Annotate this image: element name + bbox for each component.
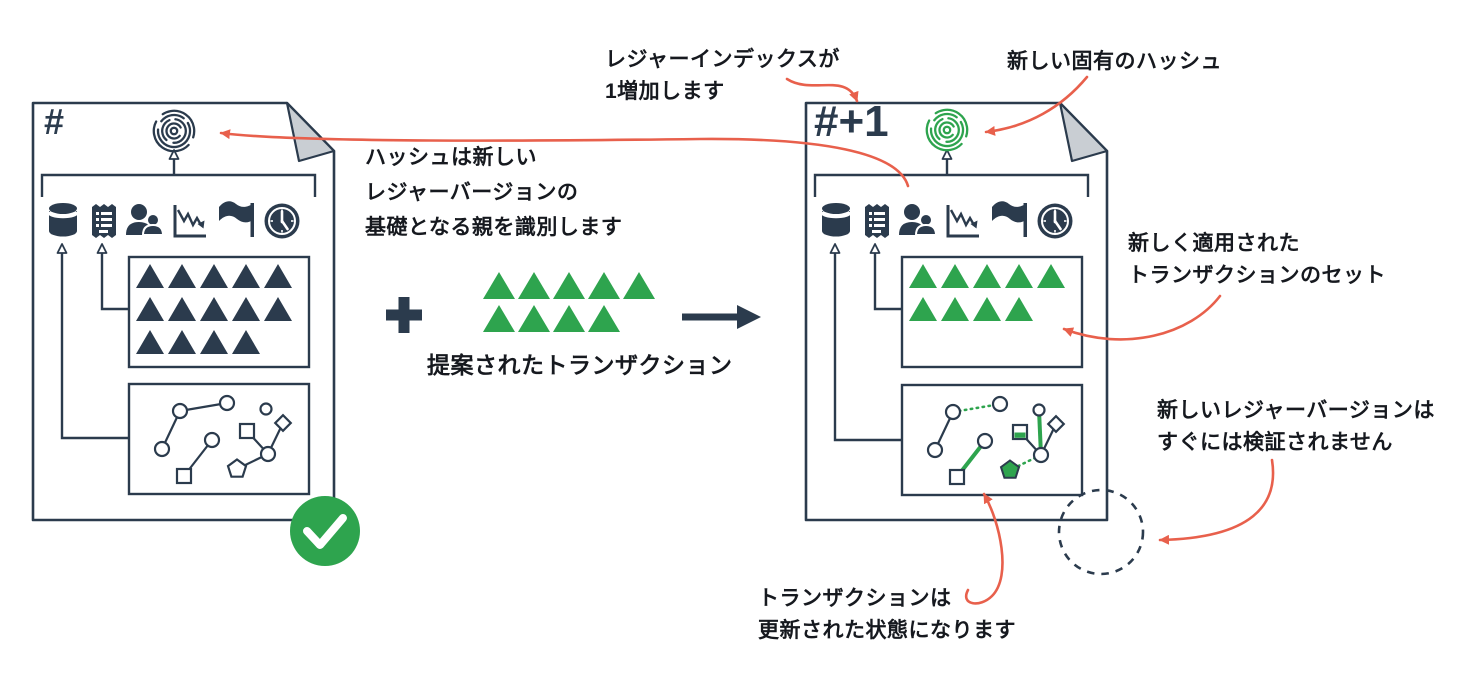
transaction-triangle-icon (1005, 264, 1033, 288)
transaction-row (136, 297, 292, 321)
right-page-fold (1058, 101, 1109, 163)
arrow-hash-identifies-parent (219, 129, 910, 188)
transaction-triangle-icon (483, 272, 515, 299)
proposed-transactions-grid (483, 272, 655, 338)
transaction-triangle-icon (232, 330, 260, 354)
transaction-triangle-icon (200, 297, 228, 321)
database-icon (48, 203, 78, 237)
annotation-newly-applied-set: 新しく適用された トランザクションのセット (1128, 232, 1386, 287)
transaction-triangle-icon (553, 305, 585, 332)
transaction-triangle-icon (136, 264, 164, 288)
transaction-row (483, 272, 655, 299)
transaction-triangle-icon (518, 272, 550, 299)
merge-operation (386, 297, 761, 333)
receipt-icon (92, 204, 116, 238)
transaction-triangle-icon (136, 297, 164, 321)
transaction-triangle-icon (483, 305, 515, 332)
transaction-triangle-icon (232, 297, 260, 321)
arrow-ledger-index-increment (785, 77, 859, 103)
transaction-triangle-icon (973, 297, 1001, 321)
arrow-newly-applied-set (1062, 294, 1222, 341)
transaction-row (909, 264, 1065, 288)
transaction-triangle-icon (973, 264, 1001, 288)
annotation-new-unique-hash: 新しい固有のハッシュ (1007, 50, 1222, 73)
clock-icon (263, 202, 301, 240)
transaction-triangle-icon (200, 330, 228, 354)
transaction-triangle-icon (623, 272, 655, 299)
transaction-triangle-icon (232, 264, 260, 288)
right-state-graph (926, 395, 1066, 486)
proposed-transactions-label: 提案されたトランザクション (427, 352, 733, 378)
arrow-transactions-updated (964, 492, 1004, 605)
transaction-row (136, 264, 292, 288)
annotation-transactions-updated-state: トランザクションは 更新された状態になります (758, 587, 1016, 642)
left-bracket (40, 173, 317, 197)
database-icon (821, 203, 851, 237)
left-transactions-grid (136, 264, 292, 363)
transaction-row (909, 297, 1065, 321)
arrow-new-unique-hash (984, 75, 1089, 136)
left-ledger-index-label: # (44, 101, 65, 142)
arrow-not-immediately-verified (1158, 458, 1275, 545)
transaction-triangle-icon (941, 297, 969, 321)
transaction-row (136, 330, 292, 354)
right-transactions-grid (909, 264, 1065, 330)
transaction-triangle-icon (200, 264, 228, 288)
transaction-row (483, 305, 655, 332)
right-ledger-index-label: #+1 (814, 97, 889, 146)
transaction-triangle-icon (168, 297, 196, 321)
left-page-fold (285, 101, 336, 163)
right-bracket (813, 173, 1090, 197)
transaction-triangle-icon (588, 272, 620, 299)
dashed-circle-icon (1057, 488, 1145, 576)
transaction-triangle-icon (136, 330, 164, 354)
transaction-triangle-icon (264, 264, 292, 288)
plus-icon (386, 297, 422, 333)
transaction-triangle-icon (1005, 297, 1033, 321)
annotation-not-immediately-verified: 新しいレジャーバージョンは すぐには検証されません (1157, 399, 1435, 454)
clock-icon (1036, 202, 1074, 240)
transaction-triangle-icon (553, 272, 585, 299)
left-state-graph (153, 394, 293, 485)
transaction-triangle-icon (909, 297, 937, 321)
check-circle-icon (290, 496, 360, 566)
right-document (804, 101, 1145, 576)
annotation-ledger-index-increment: レジャーインデックスが 1増加します (605, 48, 840, 103)
transaction-triangle-icon (588, 305, 620, 332)
annotation-hash-identifies-parent: ハッシュは新しい レジャーバージョンの 基礎となる親を識別します (365, 146, 623, 239)
transaction-triangle-icon (168, 330, 196, 354)
transaction-triangle-icon (168, 264, 196, 288)
transaction-triangle-icon (941, 264, 969, 288)
transaction-triangle-icon (264, 297, 292, 321)
transaction-triangle-icon (518, 305, 550, 332)
annotation-arrows (219, 75, 1275, 605)
receipt-icon (865, 204, 889, 238)
transaction-triangle-icon (909, 264, 937, 288)
transaction-triangle-icon (1037, 264, 1065, 288)
